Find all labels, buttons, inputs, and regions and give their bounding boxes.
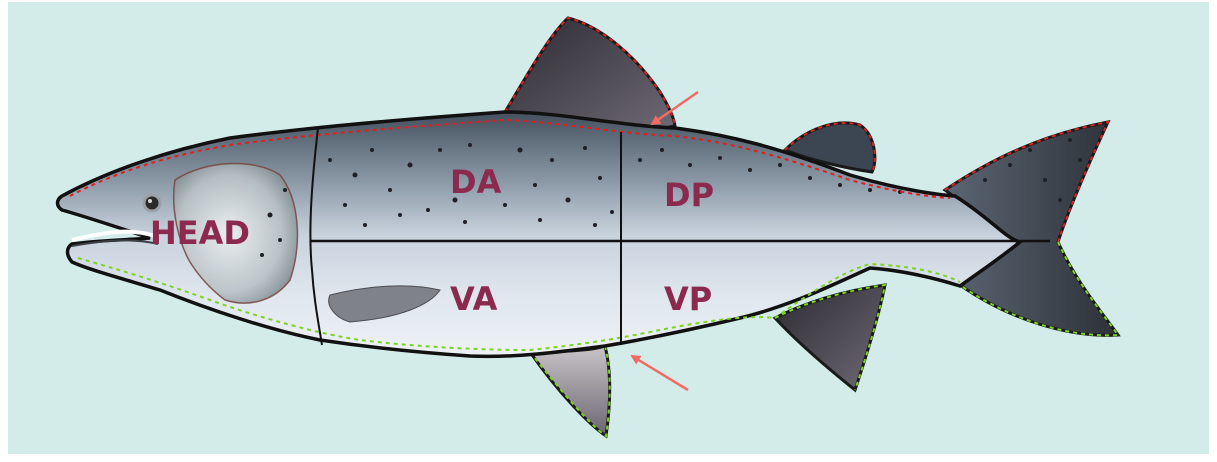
ventral-anterior-label: VA (450, 280, 498, 318)
eye-highlight (148, 199, 152, 203)
eye (144, 195, 160, 211)
dorsal-posterior-label: DP (664, 176, 714, 214)
ventral-posterior-label: VP (664, 280, 712, 318)
dorsal-anterior-label: DA (450, 163, 502, 201)
head-label: HEAD (150, 214, 250, 252)
